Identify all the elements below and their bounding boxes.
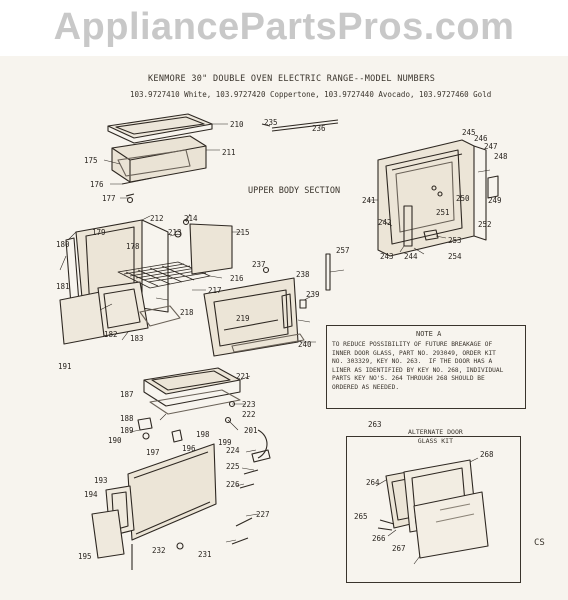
section-label: UPPER BODY SECTION	[248, 186, 341, 196]
part-label: 245	[462, 128, 476, 137]
part-label: 182	[104, 330, 118, 339]
part-label: 210	[230, 120, 244, 129]
part-label: 249	[488, 196, 502, 205]
part-label: 232	[152, 546, 166, 555]
part-label: 263	[368, 420, 382, 429]
part-label: 254	[448, 252, 462, 261]
part-label: 214	[184, 214, 198, 223]
part-label: 198	[196, 430, 210, 439]
part-label: 257	[336, 246, 350, 255]
part-label: 181	[56, 282, 70, 291]
oven-door-part	[203, 277, 305, 357]
part-label: 217	[208, 286, 222, 295]
page-code: CS	[534, 538, 545, 548]
backguard-glass-part	[377, 139, 487, 257]
part-label: 241	[362, 196, 376, 205]
part-label: 246	[474, 134, 488, 143]
part-label: 268	[480, 450, 494, 459]
part-label: 221	[236, 372, 250, 381]
part-label: 191	[58, 362, 72, 371]
part-label: 223	[242, 400, 256, 409]
part-label: 247	[484, 142, 498, 151]
part-label: 231	[198, 550, 212, 559]
part-label: 253	[448, 236, 462, 245]
part-label: 180	[56, 240, 70, 249]
part-label: 176	[90, 180, 104, 189]
part-label: 252	[478, 220, 492, 229]
part-label: 213	[168, 228, 182, 237]
part-label: 178	[126, 242, 140, 251]
part-label: 199	[218, 438, 232, 447]
top-trim-part	[107, 113, 213, 144]
part-label: 175	[84, 156, 98, 165]
part-label: 248	[494, 152, 508, 161]
part-label: 183	[130, 334, 144, 343]
part-label: 236	[312, 124, 326, 133]
part-label: 194	[84, 490, 98, 499]
part-label: 215	[236, 228, 250, 237]
alt-kit-title: ALTERNATE DOOR GLASS KIT	[408, 428, 463, 445]
model-numbers: 103.9727410 White, 103.9727420 Copperton…	[130, 90, 492, 99]
part-label: 212	[150, 214, 164, 223]
part-label: 225	[226, 462, 240, 471]
part-label: 196	[182, 444, 196, 453]
alt-kit-box	[346, 436, 521, 583]
part-label: 250	[456, 194, 470, 203]
watermark: AppliancePartsPros.com	[53, 6, 515, 48]
part-label: 265	[354, 512, 368, 521]
part-label: 266	[372, 534, 386, 543]
part-label: 240	[298, 340, 312, 349]
part-label: 187	[120, 390, 134, 399]
part-label: 195	[78, 552, 92, 561]
part-label: 264	[366, 478, 380, 487]
part-label: 219	[236, 314, 250, 323]
part-label: 227	[256, 510, 270, 519]
part-label: 222	[242, 410, 256, 419]
part-label: 188	[120, 414, 134, 423]
part-label: 238	[296, 270, 310, 279]
part-label: 193	[94, 476, 108, 485]
part-label: 242	[378, 218, 392, 227]
part-label: 216	[230, 274, 244, 283]
hood-part	[111, 135, 207, 183]
lower-panel-part	[127, 443, 217, 541]
part-label: 226	[226, 480, 240, 489]
part-label: 190	[108, 436, 122, 445]
leader-lines	[59, 123, 491, 565]
part-label: 189	[120, 426, 134, 435]
alt-glass-kit-part	[377, 459, 489, 559]
part-label: 243	[380, 252, 394, 261]
part-label: 201	[244, 426, 258, 435]
note-heading: NOTE A	[416, 330, 442, 338]
part-label: 244	[404, 252, 418, 261]
lower-door-part	[143, 367, 241, 415]
part-label: 177	[102, 194, 116, 203]
part-label: 211	[222, 148, 236, 157]
part-label: 179	[92, 228, 106, 237]
part-label: 197	[146, 448, 160, 457]
part-label: 237	[252, 260, 266, 269]
note-body: TO REDUCE POSSIBILITY OF FUTURE BREAKAGE…	[332, 341, 504, 391]
note-box	[326, 325, 526, 409]
part-label: 235	[264, 118, 278, 127]
part-label: 267	[392, 544, 406, 553]
part-label: 251	[436, 208, 450, 217]
part-label: 218	[180, 308, 194, 317]
part-label: 239	[306, 290, 320, 299]
diagram-title: KENMORE 30" DOUBLE OVEN ELECTRIC RANGE--…	[148, 74, 436, 84]
part-label: 224	[226, 446, 240, 455]
